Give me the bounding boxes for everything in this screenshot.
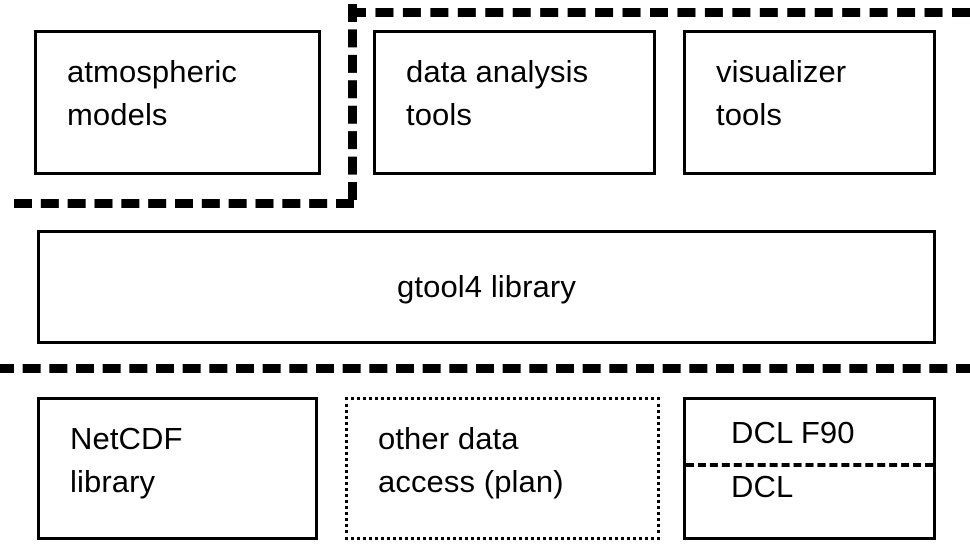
- box-dcl-label: DCL: [731, 469, 794, 504]
- library-boundary-divider: [0, 364, 970, 373]
- box-visualizer-tools[interactable]: visualizer tools: [683, 30, 936, 175]
- box-atmospheric-models[interactable]: atmospheric models: [34, 30, 321, 175]
- box-netcdf-library-label: NetCDF library: [70, 421, 183, 499]
- group-frame-bottom-dash: [14, 199, 354, 208]
- box-data-analysis-tools-label: data analysis tools: [406, 54, 589, 132]
- box-dcl-f90-label: DCL F90: [731, 415, 855, 450]
- box-visualizer-tools-label: visualizer tools: [716, 54, 847, 132]
- box-atmospheric-models-label: atmospheric models: [67, 54, 237, 132]
- box-other-data-access[interactable]: other data access (plan): [345, 397, 660, 540]
- box-gtool4-library-label: gtool4 library: [397, 268, 576, 304]
- group-frame-top-dash: [348, 8, 970, 17]
- group-frame-left-dash: [348, 4, 357, 200]
- box-netcdf-library[interactable]: NetCDF library: [37, 397, 318, 540]
- box-dcl-stack[interactable]: DCL F90 DCL: [683, 397, 936, 540]
- box-other-data-access-label: other data access (plan): [378, 421, 564, 499]
- dcl-internal-split-divider: [686, 463, 933, 467]
- box-data-analysis-tools[interactable]: data analysis tools: [373, 30, 656, 175]
- box-gtool4-library[interactable]: gtool4 library: [37, 230, 936, 344]
